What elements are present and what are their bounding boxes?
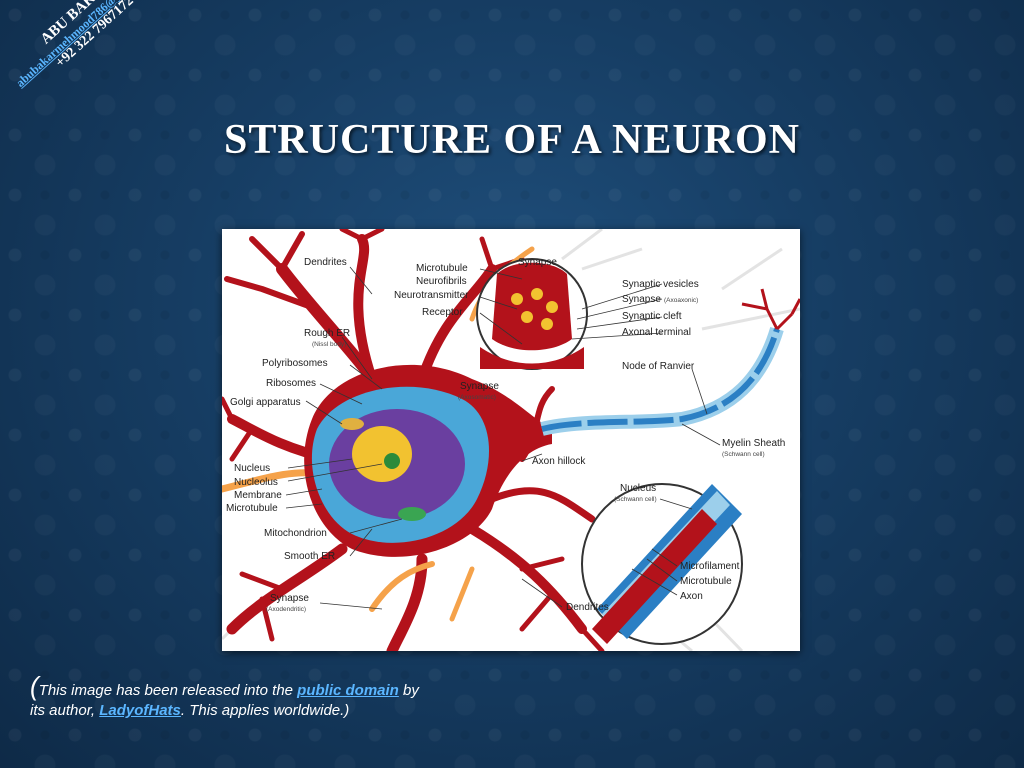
author-watermark: ABU BAKAR abubakarmehmood786@yahoo.com +… — [0, 0, 182, 112]
neuron-illustration: Dendrites Rough ER (Nissl body) Polyribo… — [222, 229, 800, 651]
label-microfilament: Microfilament — [680, 561, 740, 572]
caption-open-paren: ( — [30, 671, 39, 701]
synaptic-vesicles-shape — [511, 288, 558, 330]
postsynaptic-shape — [480, 347, 584, 369]
label-synapse-axosomatic-sub: (Axosomatic) — [458, 394, 496, 401]
label-synapse-axoaxonic-sub: (Axoaxonic) — [664, 297, 698, 304]
caption-text-1: This image has been released into the — [38, 682, 298, 699]
caption-text-2: by its author, — [30, 682, 419, 719]
label-microtubule-left: Microtubule — [226, 503, 278, 514]
axon-inset-shape — [592, 509, 717, 644]
label-synaptic-cleft: Synaptic cleft — [622, 311, 682, 322]
label-ribosomes: Ribosomes — [266, 378, 316, 389]
label-nucleus-schwann: Nucleus — [620, 483, 656, 494]
nucleus-shape — [352, 426, 412, 482]
nucleolus-shape — [384, 453, 400, 469]
label-nucleolus: Nucleolus — [234, 477, 278, 488]
label-axonal-terminal: Axonal terminal — [622, 327, 691, 338]
label-rough-er-sub: (Nissl body) — [312, 341, 346, 348]
label-polyribosomes: Polyribosomes — [262, 358, 328, 369]
label-myelin-sheath: Myelin Sheath — [722, 438, 785, 449]
label-axon-hillock: Axon hillock — [532, 456, 586, 467]
synapse-terminal-shape — [492, 262, 572, 351]
label-leader-lines — [285, 266, 721, 610]
label-dendrites-bottom: Dendrites — [566, 602, 609, 613]
label-rough-er: Rough ER — [304, 328, 350, 339]
label-synapse-axodendritic: Synapse — [270, 593, 309, 604]
axon-core — [541, 328, 780, 432]
label-neurofibrils: Neurofibrils — [416, 276, 467, 287]
label-synapse-axosomatic: Synapse — [460, 381, 499, 392]
label-microtubule-top: Microtubule — [416, 263, 468, 274]
label-myelin-sheath-sub: (Schwann cell) — [722, 451, 765, 458]
label-smooth-er: Smooth ER — [284, 551, 335, 562]
golgi-shape — [340, 418, 364, 430]
label-membrane: Membrane — [234, 490, 282, 501]
label-synapse-axodendritic-sub: (Axodendritic) — [266, 606, 306, 613]
caption-text-3: . This applies worldwide.) — [180, 702, 350, 719]
neuron-diagram: Dendrites Rough ER (Nissl body) Polyribo… — [222, 229, 800, 651]
label-golgi: Golgi apparatus — [230, 397, 301, 408]
axon-terminals — [741, 288, 800, 331]
label-neurotransmitter: Neurotransmitter — [394, 290, 469, 301]
label-nucleus-schwann-sub: (Schwann cell) — [614, 496, 657, 503]
label-mitochondrion: Mitochondrion — [264, 528, 327, 539]
label-microtubule-inset: Microtubule — [680, 576, 732, 587]
label-nucleus: Nucleus — [234, 463, 270, 474]
label-synaptic-vesicles: Synaptic vesicles — [622, 279, 699, 290]
label-axon: Axon — [680, 591, 703, 602]
image-credit-caption: (This image has been released into the p… — [30, 673, 430, 721]
label-receptor: Receptor — [422, 307, 463, 318]
ladyofhats-link[interactable]: LadyofHats — [99, 702, 181, 719]
slide-title: STRUCTURE OF A NEURON — [223, 117, 801, 163]
label-dendrites-top: Dendrites — [304, 257, 347, 268]
label-node-of-ranvier: Node of Ranvier — [622, 361, 695, 372]
label-synapse-inset: Synapse — [518, 257, 557, 268]
mitochondrion-shape — [398, 507, 426, 521]
public-domain-link[interactable]: public domain — [297, 682, 399, 699]
label-synapse-axoaxonic: Synapse — [622, 294, 661, 305]
